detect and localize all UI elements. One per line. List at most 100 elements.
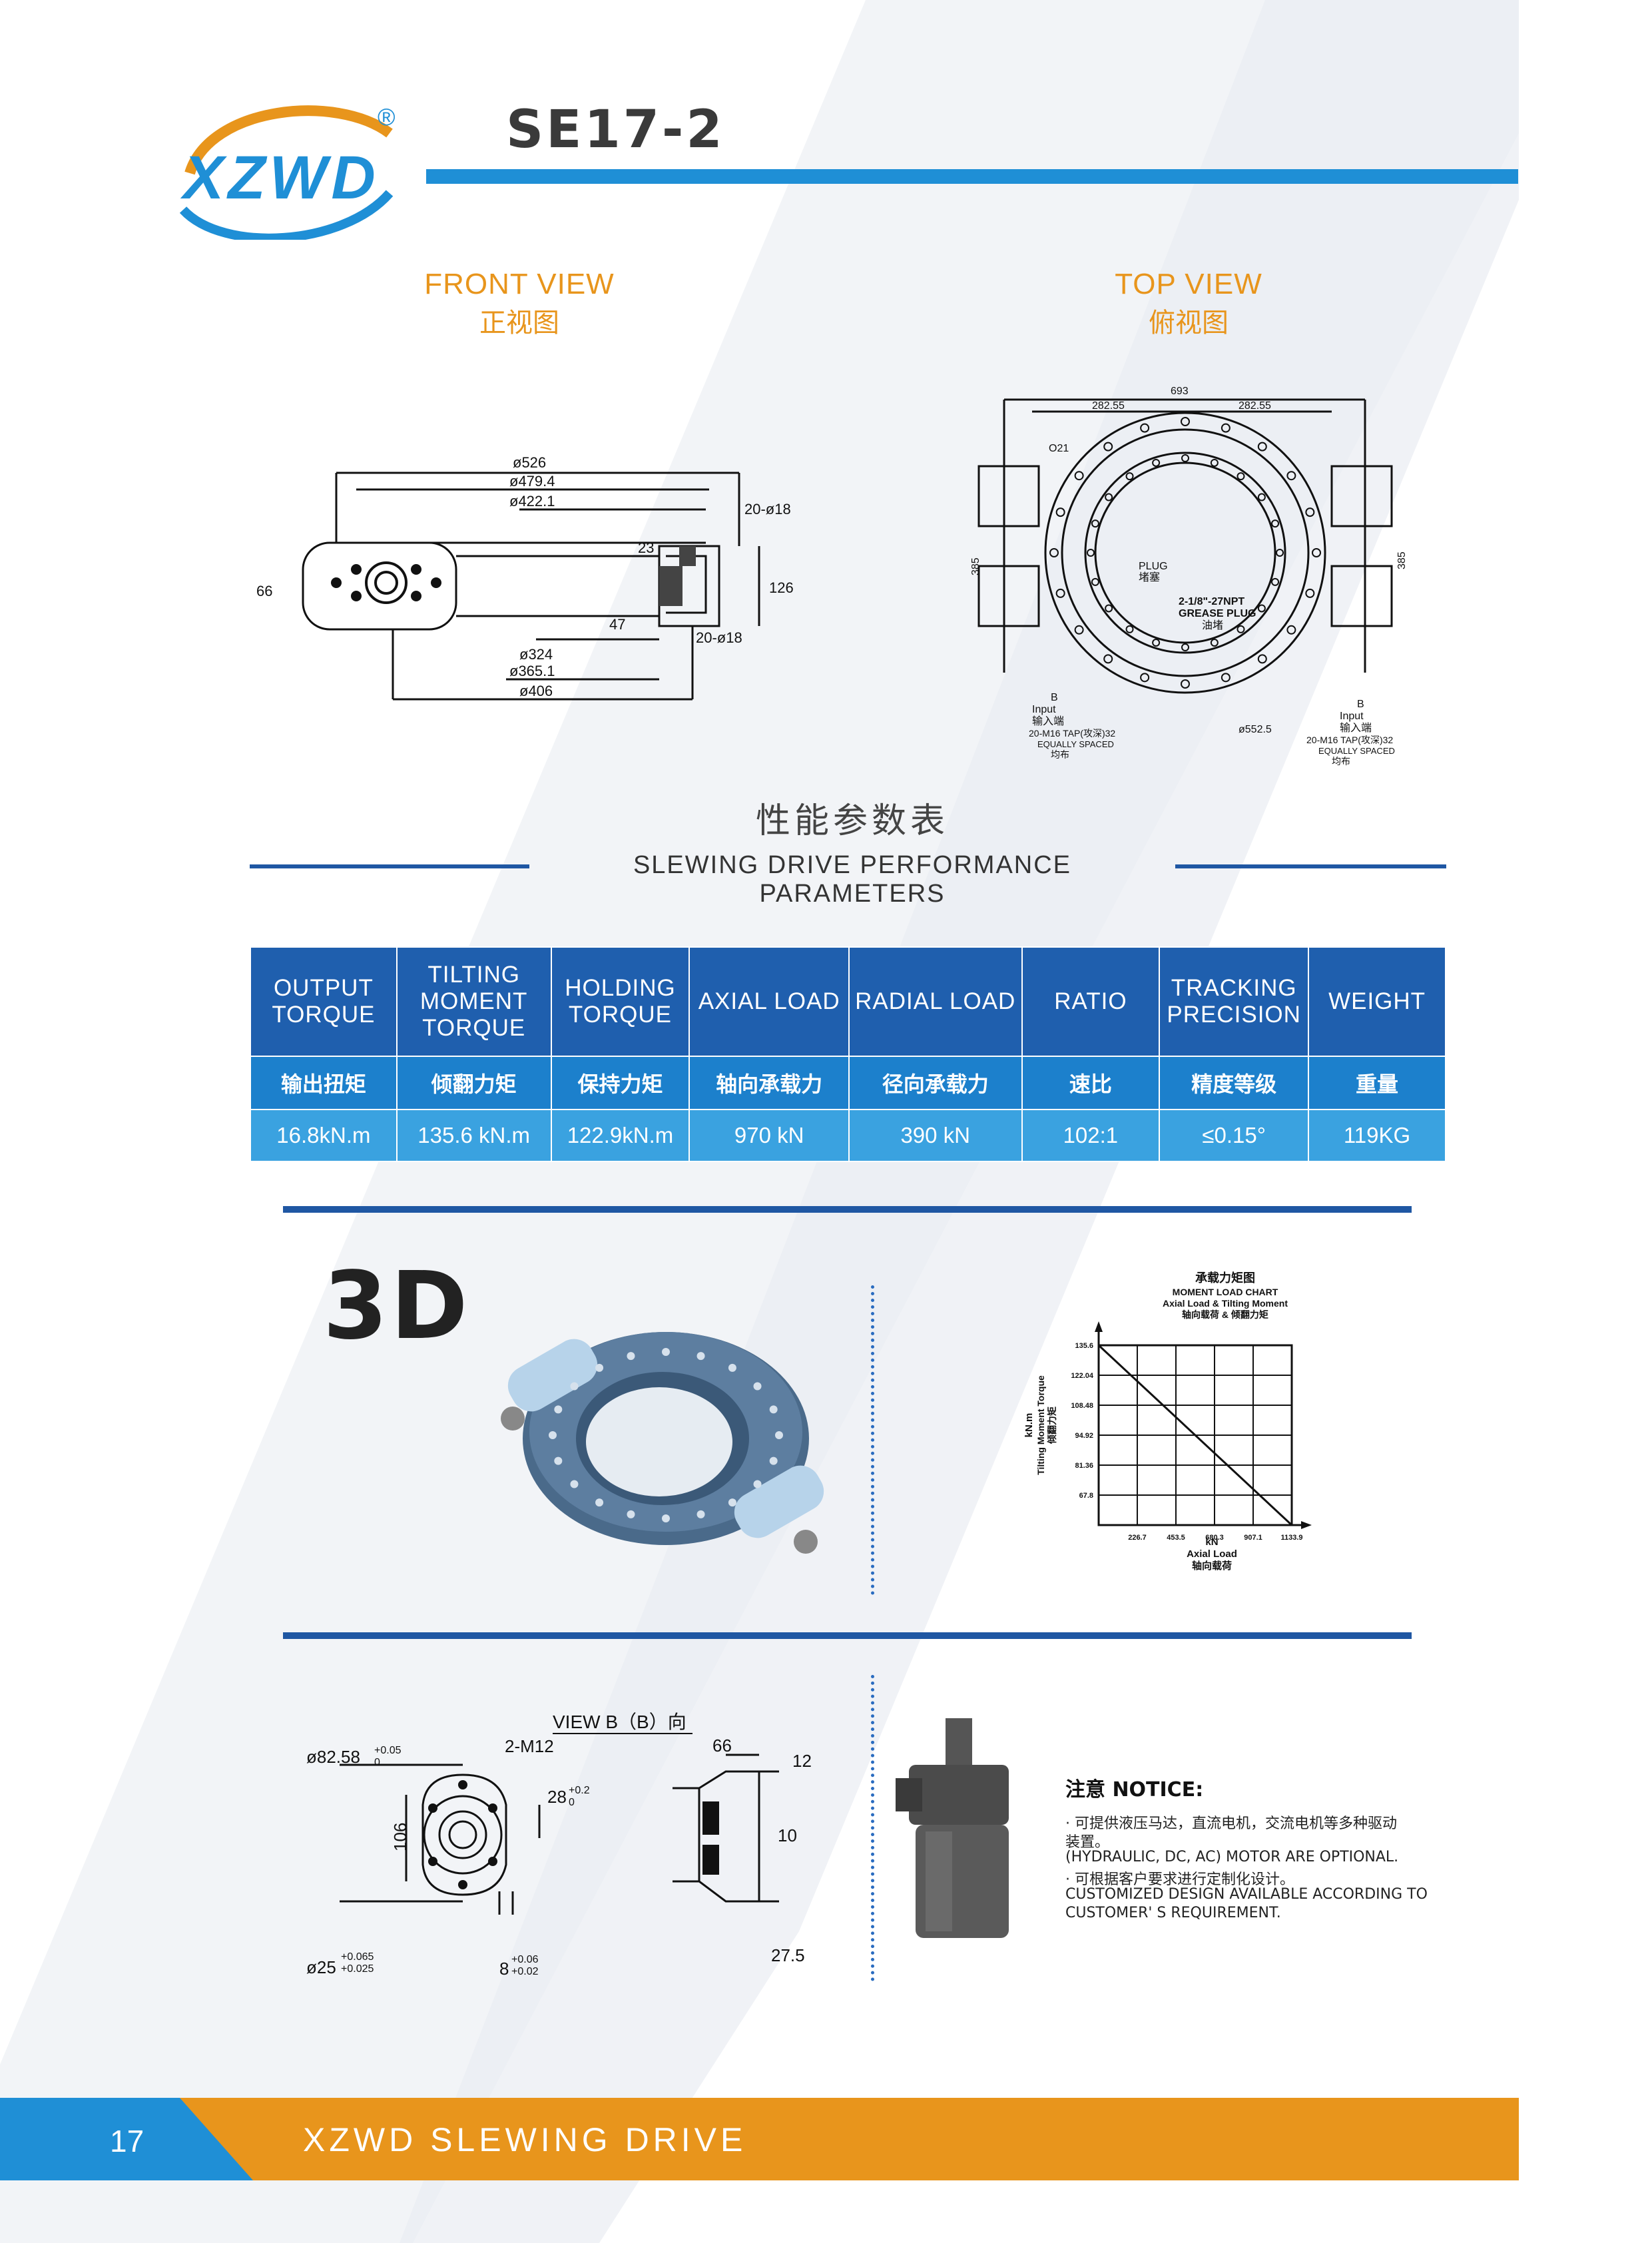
notice-line-3: (HYDRAULIC, DC, AC) MOTOR ARE OPTIONAL. [1065,1849,1399,1865]
label-equally: EQUALLY SPACED [1037,739,1114,749]
table-header-en: TRACKING PRECISION [1159,946,1310,1057]
label-input-right-cn: 输入端 [1340,722,1372,734]
chart-xtick: 907.1 [1244,1534,1262,1542]
notice-line-4: · 可根据客户要求进行定制化设计。 [1065,1871,1294,1888]
page-number: 17 [110,2124,144,2158]
viewb-s10: 10 [778,1825,797,1845]
viewb-d8258: ø82.58 [306,1747,360,1767]
section-title-en: SLEWING DRIVE PERFORMANCE PARAMETERS [633,851,1072,908]
front-view-subtitle: 正视图 [479,308,559,338]
chart-ytick: 108.48 [1071,1402,1093,1410]
label-plug-cn: 堵塞 [1139,571,1160,583]
dim-h385a: 385 [970,557,981,575]
dim-d324: ø324 [519,646,553,663]
label-grease2: GREASE PLUG [1179,608,1256,619]
chart-xtick: 1133.9 [1280,1534,1302,1542]
table-header-cn: 输出扭矩 [250,1056,398,1110]
viewb-w8-dn: +0.02 [511,1966,539,1977]
notice-line-6: CUSTOMER' S REQUIREMENT. [1065,1905,1281,1921]
dim-holes-top: 20-ø18 [744,501,791,517]
dim-w693: 693 [1171,386,1189,397]
dim-h126: 126 [769,579,794,596]
table-value: 102:1 [1021,1109,1161,1162]
label-grease: 2-1/8"-27NPT [1179,596,1244,607]
chart-ylabel: kN.m [1023,1413,1035,1438]
table-value: 135.6 kN.m [396,1109,552,1162]
label-b-left: B [1051,692,1058,703]
table-value: 970 kN [688,1109,850,1162]
chart-xlabel-cn: 轴向载荷 [1192,1560,1232,1572]
viewb-w8-up: +0.06 [511,1954,539,1965]
chart-xlabel2: Axial Load [1187,1548,1237,1560]
chart-xtick: 226.7 [1128,1534,1147,1542]
section-rule-left [250,864,529,868]
table-value: 390 kN [848,1109,1023,1162]
label-input-cn: 输入端 [1032,715,1064,727]
label-b-right: B [1357,699,1364,710]
table-header-cn: 速比 [1021,1056,1161,1110]
front-view-title: FRONT VIEW [424,268,615,300]
chart-ytick: 122.04 [1071,1372,1094,1380]
label-plug: PLUG [1139,561,1168,572]
dim-w28255b: 282.55 [1239,400,1271,412]
dim-o21: O21 [1049,443,1069,454]
table-header-en: AXIAL LOAD [688,946,850,1057]
viewb-s66: 66 [712,1736,732,1756]
footer-bar [0,2098,1519,2180]
dim-d4794: ø479.4 [509,473,555,489]
table-header-en: HOLDING TORQUE [550,946,690,1057]
notice-title: 注意 NOTICE: [1065,1778,1204,1801]
viewb-h28-up: +0.2 [569,1785,590,1796]
viewb-s12: 12 [792,1751,812,1771]
chart-xlabel: kN [1205,1536,1218,1548]
svg-text:®: ® [378,103,396,131]
dim-d526: ø526 [513,454,546,471]
table-header-en: OUTPUT TORQUE [250,946,398,1057]
table-header-cn: 重量 [1308,1056,1446,1110]
chart-ytick: 135.6 [1075,1342,1093,1350]
viewb-s275: 27.5 [771,1945,805,1965]
dim-w28255a: 282.55 [1092,400,1125,412]
top-view-title: TOP VIEW [1115,268,1262,300]
dim-h47: 47 [609,616,625,633]
table-header-cn: 轴向承载力 [688,1056,850,1110]
dim-d406: ø406 [519,683,553,699]
table-header-cn: 倾翻力矩 [396,1056,552,1110]
chart-ylabel-cn: 倾翻力矩 [1047,1407,1057,1444]
section-rule-right [1175,864,1446,868]
notice-line-1: · 可提供液压马达，直流电机，交流电机等多种驱动 [1065,1815,1397,1832]
label-grease-cn: 油堵 [1202,619,1223,631]
viewb-w8: 8 [499,1959,509,1979]
moment-load-chart: 承载力矩图 MOMENT LOAD CHART Axial Load & Til… [1023,1271,1312,1572]
dim-h23: 23 [638,539,654,556]
label-tap: 20-M16 TAP(攻深)32 [1029,728,1115,739]
chart-ytick: 94.92 [1075,1432,1093,1440]
dim-d4221: ø422.1 [509,493,555,509]
chart-title: 承载力矩图 [1195,1271,1255,1285]
label-equally-cn: 均布 [1051,749,1069,760]
table-value: 122.9kN.m [550,1109,690,1162]
view-b-title: VIEW B（B）向 [553,1712,687,1732]
top-view-subtitle: 俯视图 [1149,308,1229,338]
dotted-separator-2 [871,1675,874,1981]
table-value: 16.8kN.m [250,1109,398,1162]
dim-d3651: ø365.1 [509,663,555,679]
chart-ytick: 81.36 [1075,1462,1093,1470]
dim-h66: 66 [256,583,272,599]
viewb-d25: ø25 [306,1957,336,1977]
chart-subtitle2: Axial Load & Tilting Moment [1163,1298,1288,1309]
view-b-drawing: VIEW B（B）向 ø82.58 +0.05 0 2-M12 28 +0.2 … [306,1712,812,1979]
table-header-en: RADIAL LOAD [848,946,1023,1057]
chart-ytick: 67.8 [1079,1492,1093,1500]
table-header-en: WEIGHT [1308,946,1446,1057]
chart-ylabel2: Tilting Moment Torque [1035,1375,1046,1475]
notice-line-5: CUSTOMIZED DESIGN AVAILABLE ACCORDING TO [1065,1886,1428,1903]
chart-xtick: 680.3 [1205,1534,1224,1542]
front-view-drawing: ø526 ø479.4 ø422.1 20-ø18 23 126 47 66 ø… [256,454,794,701]
dim-d5525: ø552.5 [1239,724,1272,735]
table-header-cn: 保持力矩 [550,1056,690,1110]
chart-x-arrow [1301,1521,1312,1529]
chart-y-arrow [1095,1321,1103,1332]
viewb-d8258-tol-up: +0.05 [374,1745,402,1756]
